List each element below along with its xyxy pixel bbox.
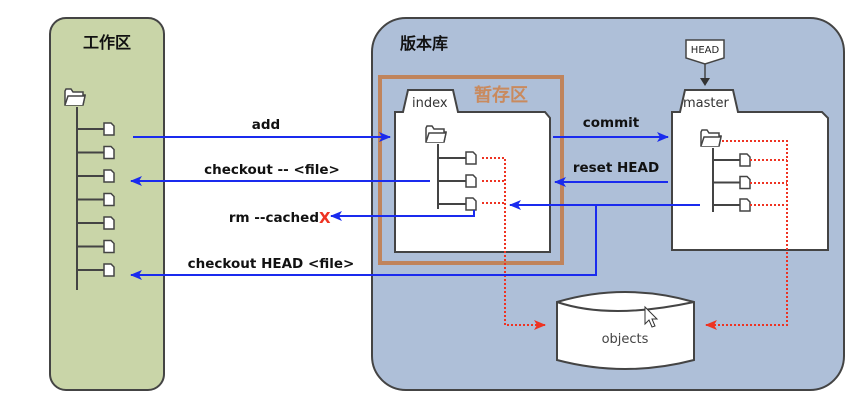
file-icon — [103, 239, 115, 254]
rm-cached-x-icon: X — [319, 209, 331, 227]
master-folder-icon — [700, 129, 722, 147]
file-icon — [739, 153, 751, 167]
commit-label: commit — [583, 115, 640, 131]
working-directory-zone: 工作区 — [49, 17, 165, 391]
file-icon — [465, 174, 477, 188]
master-tab-panel — [671, 89, 829, 251]
working-folder-icon — [64, 88, 86, 106]
objects-store: objects — [556, 291, 695, 370]
mouse-cursor-icon — [644, 305, 659, 328]
command-arrows — [130, 132, 700, 280]
working-file-list — [77, 122, 115, 277]
index-objects-link — [482, 157, 546, 330]
master-objects-link — [705, 140, 788, 330]
staging-border — [378, 75, 564, 265]
working-directory-title: 工作区 — [83, 33, 131, 52]
index-tab-panel — [394, 89, 551, 253]
repository-title: 版本库 — [399, 34, 448, 53]
file-icon — [103, 122, 115, 136]
rm-cached-label: rm --cached — [229, 210, 319, 226]
file-icon — [739, 175, 751, 190]
file-icon — [465, 151, 477, 165]
checkout-file-label: checkout -- <file> — [204, 162, 340, 178]
index-folder-icon — [425, 125, 447, 143]
object-links — [482, 140, 788, 330]
master-file-list — [713, 153, 751, 212]
staging-area: 暂存区 index — [378, 75, 564, 265]
index-file-list — [438, 151, 477, 211]
add-label: add — [252, 117, 280, 133]
checkout-head-label: checkout HEAD <file> — [188, 256, 355, 272]
master-tab-label: master — [683, 96, 729, 111]
checkout-head-arrow[interactable] — [130, 205, 597, 280]
file-icon — [465, 197, 477, 211]
file-icon — [103, 192, 115, 207]
rm-cached-arrow[interactable] — [330, 210, 475, 221]
staging-title: 暂存区 — [474, 84, 528, 106]
file-icon — [103, 169, 115, 183]
reset-head-label: reset HEAD — [573, 160, 659, 176]
master-branch: master — [671, 89, 829, 251]
index-tab-label: index — [412, 96, 448, 111]
file-icon — [739, 198, 751, 212]
file-icon — [103, 263, 115, 277]
objects-label: objects — [602, 332, 649, 347]
head-label: HEAD — [691, 45, 720, 56]
file-icon — [103, 216, 115, 230]
head-pointer: HEAD — [685, 39, 725, 86]
file-icon — [103, 145, 115, 160]
